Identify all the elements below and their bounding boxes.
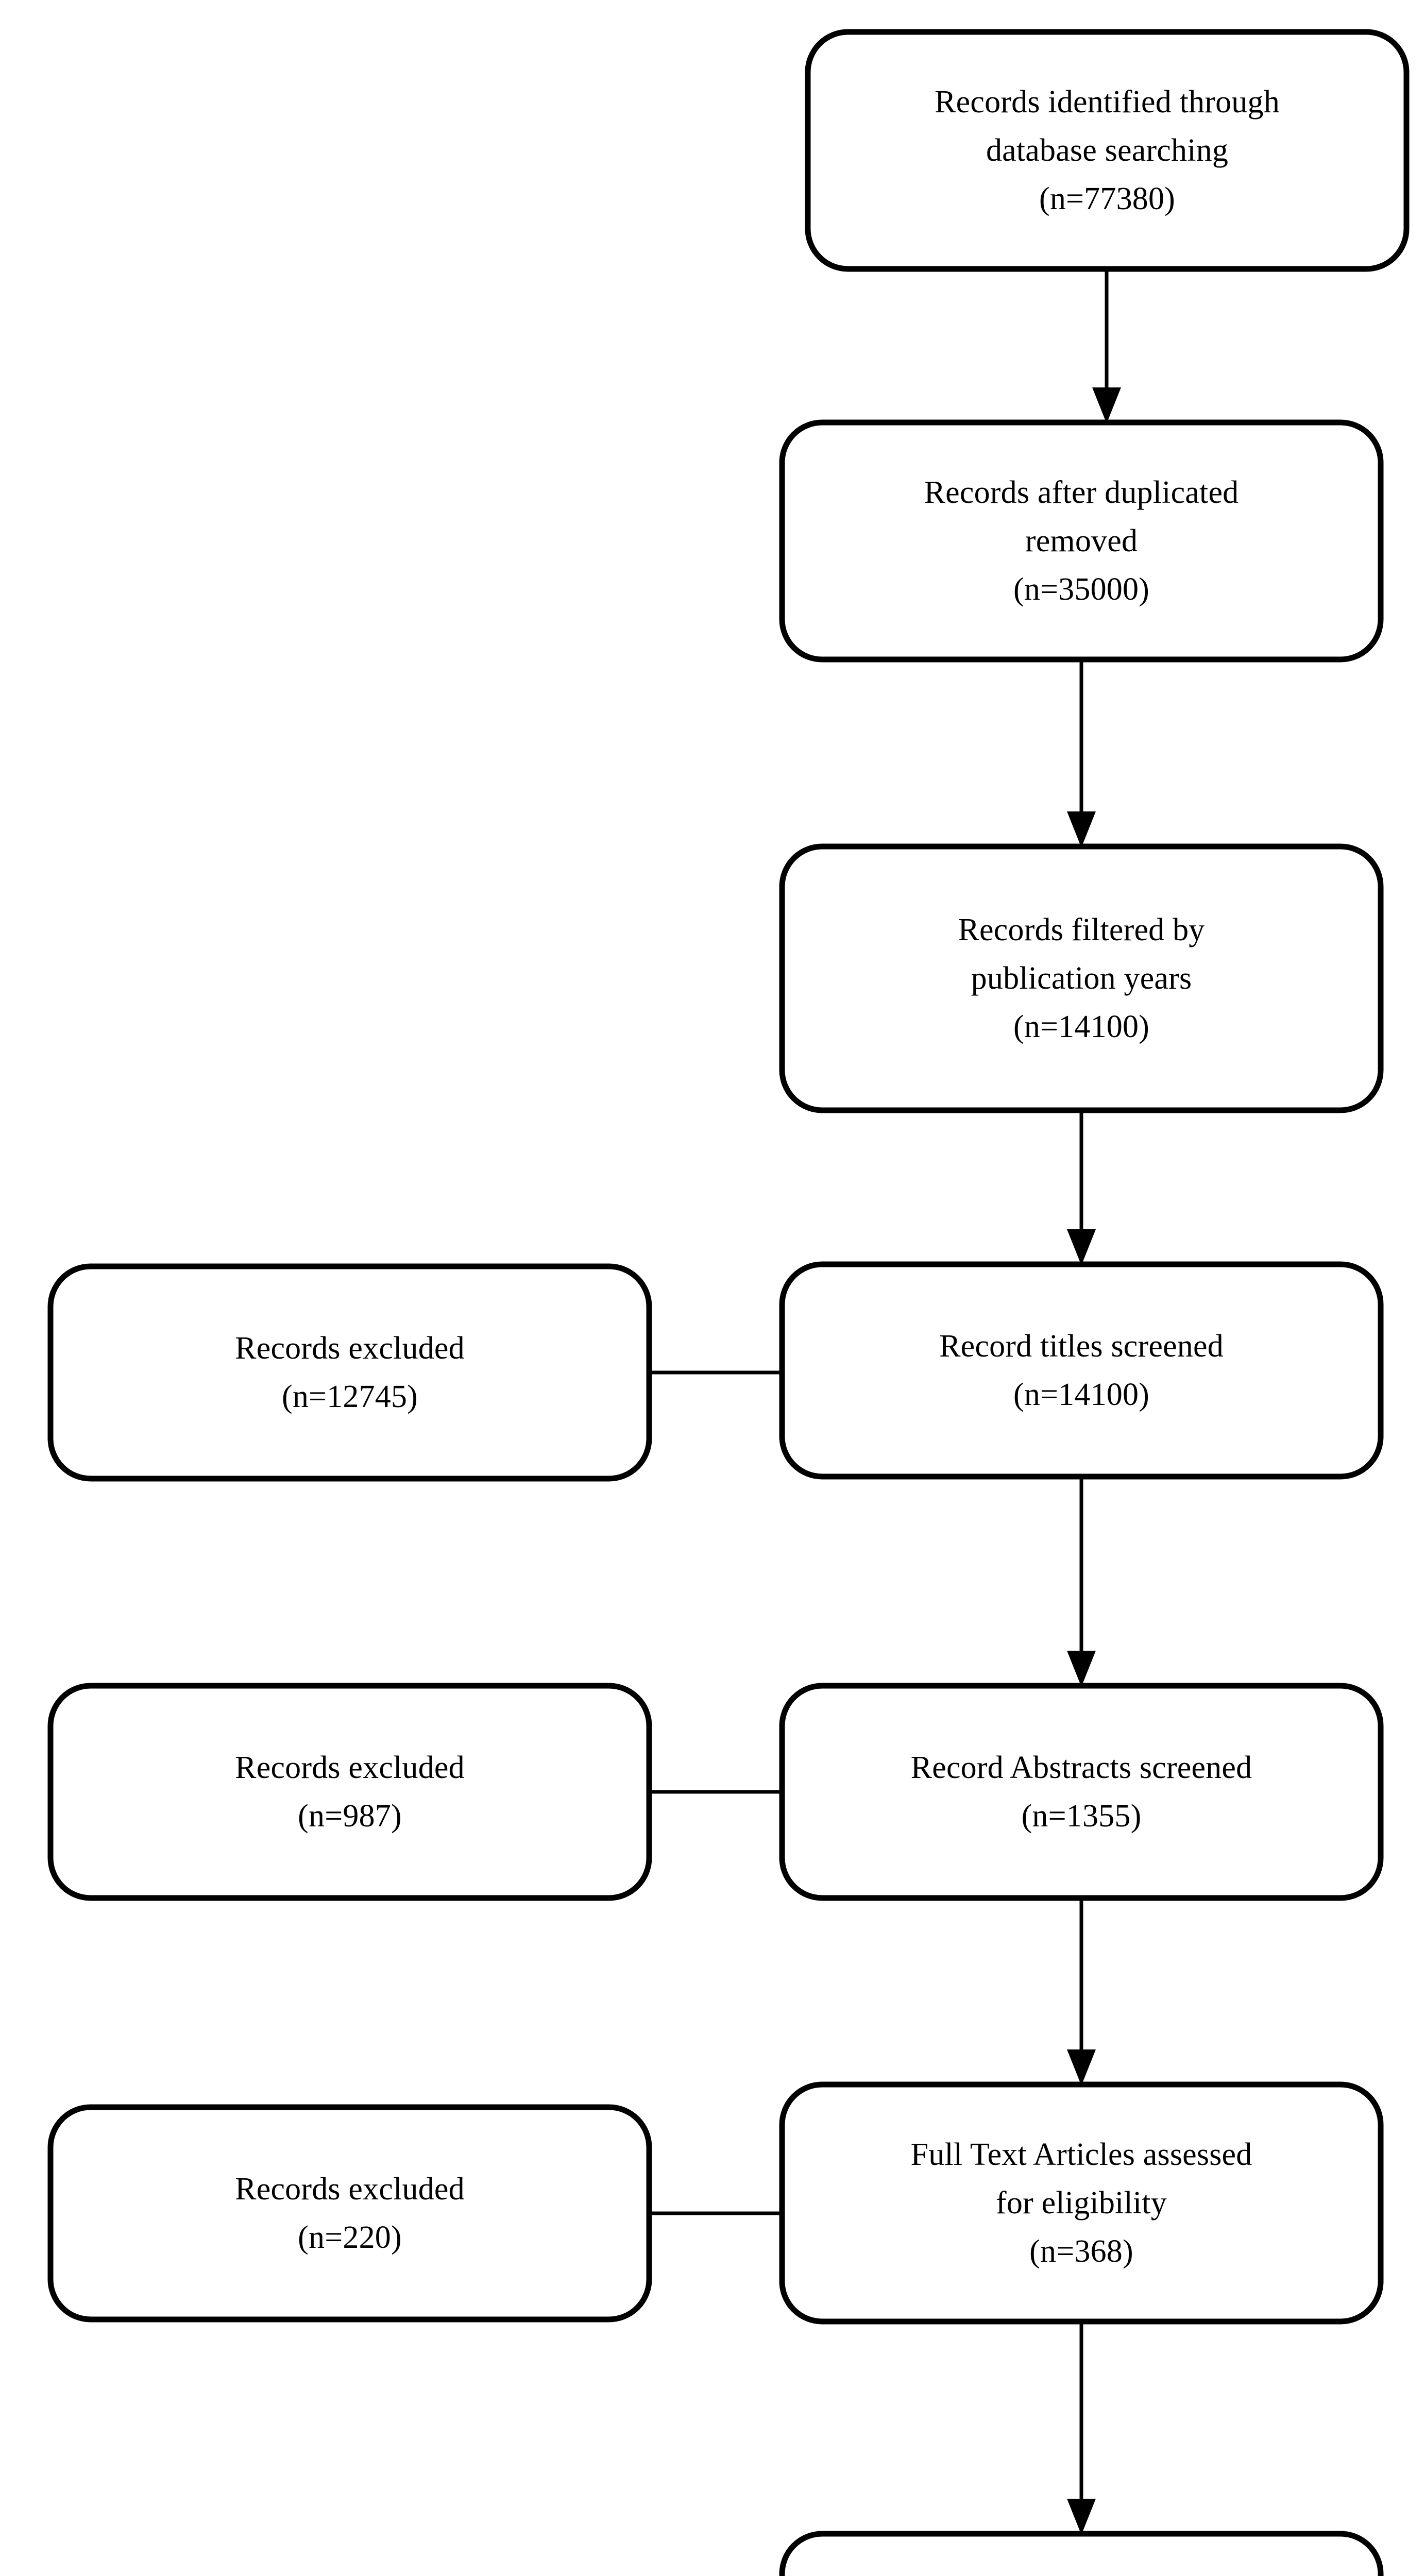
box-outline-abstracts-screened <box>779 1683 1384 1901</box>
box-outline-excluded-abstracts <box>47 1683 652 1901</box>
connector-duplicates-to-filtered <box>1067 659 1096 848</box>
connector-filtered-to-titles <box>1067 1110 1096 1265</box>
arrow-head-icon <box>1067 2499 1096 2535</box>
box-shape-group <box>47 29 1410 2576</box>
arrow-head-icon <box>1067 811 1096 848</box>
box-outline-fulltext-assessed <box>779 2081 1384 2325</box>
box-outline-excluded-titles <box>47 1263 652 1482</box>
connector-titles-to-abstracts <box>1067 1477 1096 1687</box>
box-outline-duplicates-removed <box>779 419 1384 663</box>
box-outline-identified <box>805 29 1410 272</box>
box-outline-included-final <box>779 2531 1384 2576</box>
arrow-head-icon <box>1092 387 1121 423</box>
arrow-head-icon <box>1067 2049 1096 2086</box>
box-outline-excluded-fulltext <box>47 2104 652 2323</box>
connector-fulltext-to-included <box>1067 2321 1096 2535</box>
box-outline-titles-screened <box>779 1261 1384 1480</box>
box-outline-filtered-by-years <box>779 843 1384 1113</box>
arrow-head-icon <box>1067 1651 1096 1687</box>
connector-identified-to-duplicates <box>1092 269 1121 423</box>
connector-abstracts-to-fulltext <box>1067 1898 1096 2086</box>
arrow-head-icon <box>1067 1229 1096 1265</box>
connector-group <box>649 269 1121 2535</box>
